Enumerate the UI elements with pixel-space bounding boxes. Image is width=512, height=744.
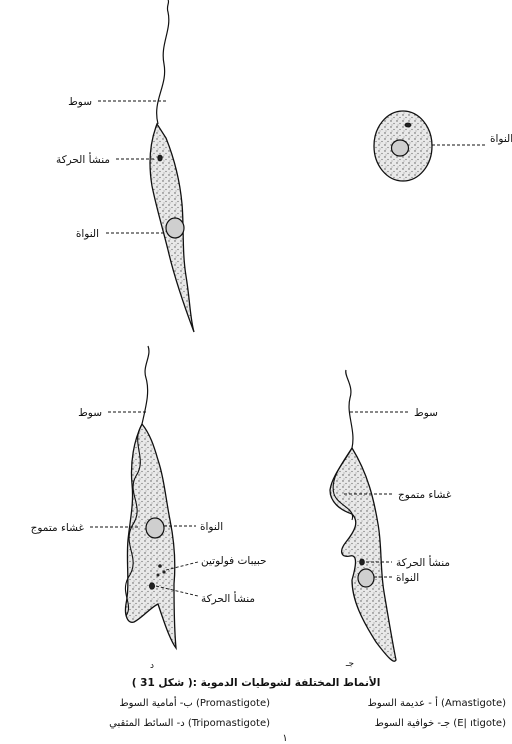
promastigote-flagellum	[157, 0, 169, 124]
trypomastigote-flagellum-label: سوط	[78, 407, 102, 419]
trypomastigote-figure: سوط غشاء متموج النواة حبيبات فولوتين منش…	[31, 346, 267, 671]
promastigote-nucleus	[166, 218, 184, 238]
caption-title: ( شكل 31 ): الأنماط المختلفة لشوطيات الد…	[132, 676, 381, 689]
epimastigote-cell-body	[330, 448, 396, 661]
figure-caption: ( شكل 31 ): الأنماط المختلفة لشوطيات الد…	[109, 676, 506, 744]
promastigote-flagellum-label: سوط	[68, 96, 92, 108]
caption-line2-right: جـ- خوافية السوط (E| ıtigote)	[375, 718, 506, 729]
amastigote-figure: النواة	[374, 111, 512, 181]
volutin-granule	[158, 564, 162, 568]
epimastigote-flagellum-label: سوط	[414, 407, 438, 419]
caption-line2-left: د- السائط المثقبي (Tripomastigote)	[109, 718, 270, 729]
volutin-granule	[162, 570, 165, 573]
trypomastigote-nucleus	[146, 518, 164, 538]
trypomastigote-volutin-label: حبيبات فولوتين	[201, 555, 267, 567]
caption-line1-right: أ - عديمة السوط (Amastigote)	[368, 696, 506, 709]
volutin-granule	[157, 574, 160, 577]
promastigote-kinetoplast	[158, 155, 162, 161]
panel-letter-d: د	[150, 661, 154, 671]
epimastigote-figure: سوط غشاء متموج منشأ الحركة النواة جـ	[330, 370, 452, 669]
epimastigote-flagellum	[346, 370, 353, 448]
epimastigote-nucleus-label: النواة	[396, 572, 419, 584]
amastigote-kinetoplast	[405, 123, 411, 127]
trypomastigote-kinetoplast	[149, 583, 154, 589]
trypomastigote-nucleus-label: النواة	[200, 521, 223, 533]
trypomastigote-membrane-label: غشاء متموج	[31, 522, 85, 534]
promastigote-nucleus-label: النواة	[76, 228, 99, 240]
amastigote-nucleus	[392, 140, 409, 156]
epimastigote-membrane-label: غشاء متموج	[398, 489, 452, 501]
panel-letter-c: جـ	[345, 659, 354, 669]
amastigote-nucleus-label: النواة	[490, 133, 512, 145]
page-mark: ١	[282, 733, 287, 744]
caption-line1-left: ب- أمامية السوط (Promastigote)	[119, 696, 270, 709]
promastigote-figure: سوط منشأ الحركة النواة	[56, 0, 194, 332]
epimastigote-nucleus	[358, 569, 374, 587]
epimastigote-kinetoplast-label: منشأ الحركة	[396, 555, 450, 569]
epimastigote-kinetoplast	[360, 559, 365, 565]
trypomastigote-kinetoplast-label: منشأ الحركة	[201, 591, 255, 605]
promastigote-kinetoplast-label: منشأ الحركة	[56, 152, 110, 166]
